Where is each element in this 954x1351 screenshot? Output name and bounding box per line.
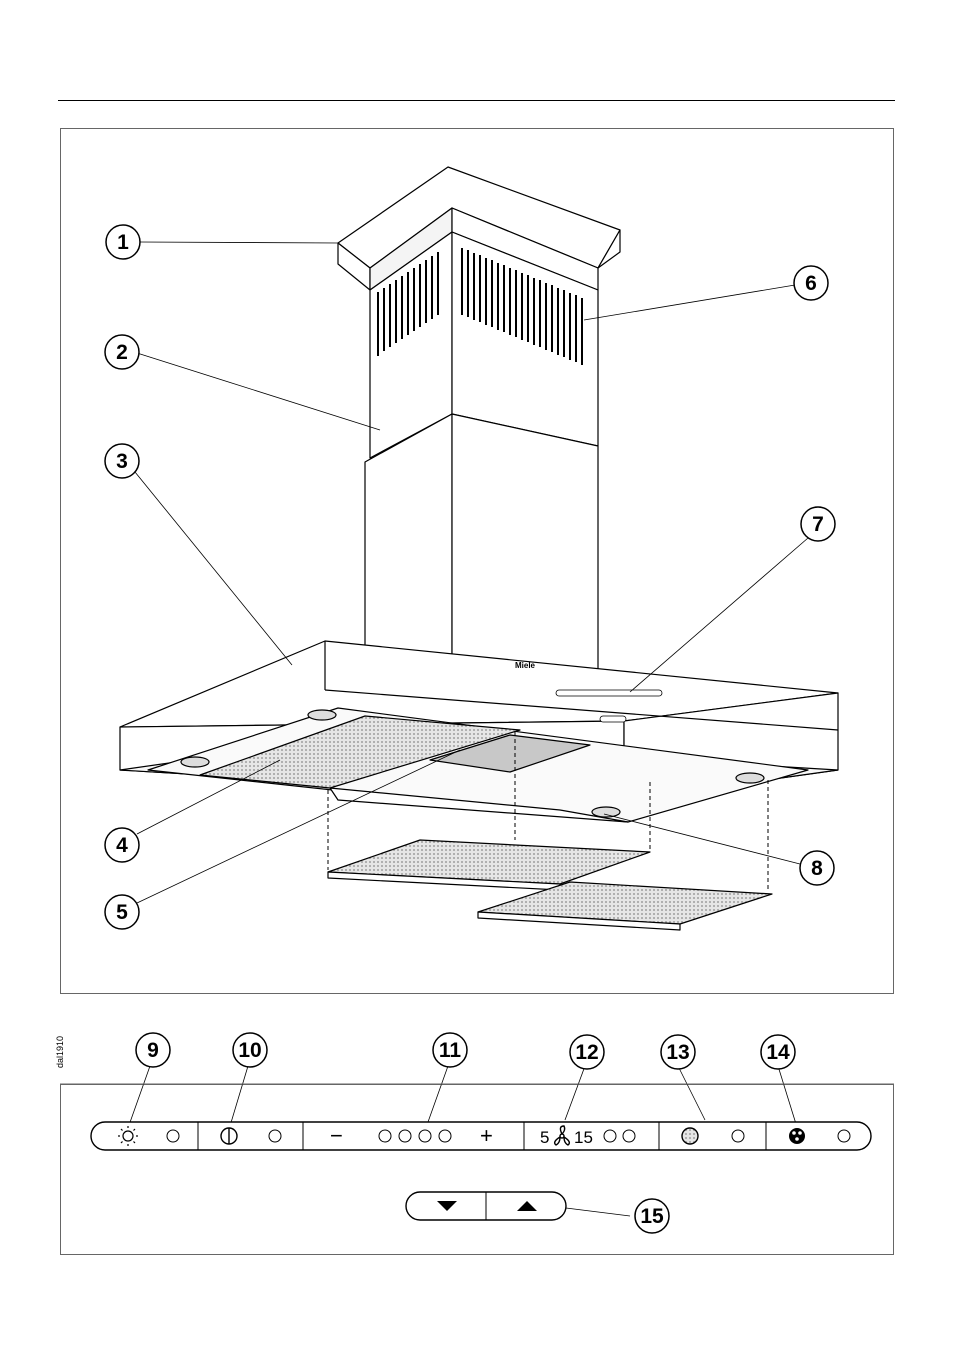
- grease-filter-indicator: [732, 1130, 744, 1142]
- callout-13: 13: [661, 1035, 695, 1069]
- callout-number: 11: [439, 1039, 462, 1062]
- up-down-buttons[interactable]: [406, 1192, 566, 1220]
- run-on-indicator-15: [623, 1130, 635, 1142]
- callout-number: 7: [812, 513, 824, 536]
- grease-filter-removed-2: [478, 882, 772, 930]
- grease-filter-icon: [682, 1128, 698, 1144]
- light-indicator: [167, 1130, 179, 1142]
- power-indicator: [269, 1130, 281, 1142]
- callout-15: 15: [635, 1199, 669, 1233]
- callout-8: 8: [800, 851, 834, 885]
- odour-filter-icon: [789, 1128, 805, 1144]
- callout-5: 5: [105, 895, 139, 929]
- lower-chimney: [365, 414, 598, 680]
- callout-2: 2: [105, 335, 139, 369]
- run-on-15: 15: [574, 1128, 593, 1147]
- callout-10: 10: [233, 1033, 267, 1067]
- callout-number: 6: [805, 272, 817, 295]
- callout-number: 9: [147, 1039, 159, 1062]
- plus-button[interactable]: +: [480, 1123, 493, 1148]
- run-on-indicator-5: [604, 1130, 616, 1142]
- callout-1: 1: [106, 225, 140, 259]
- callout-number: 2: [116, 341, 128, 364]
- brand-logo: Miele: [515, 661, 536, 670]
- callout-3: 3: [105, 444, 139, 478]
- callout-number: 14: [766, 1041, 790, 1064]
- callout-number: 8: [811, 857, 823, 880]
- callout-number: 4: [116, 834, 128, 857]
- callout-number: 13: [666, 1041, 689, 1064]
- callout-number: 1: [117, 231, 129, 254]
- callout-4: 4: [105, 828, 139, 862]
- grease-filter-removed-1: [328, 840, 650, 890]
- callout-number: 5: [116, 901, 128, 924]
- callout-6: 6: [794, 266, 828, 300]
- callout-number: 10: [238, 1039, 261, 1062]
- run-on-5: 5: [540, 1128, 549, 1147]
- callout-9: 9: [136, 1033, 170, 1067]
- callout-11: 11: [433, 1033, 467, 1067]
- odour-filter-indicator: [838, 1130, 850, 1142]
- callout-number: 15: [640, 1205, 664, 1228]
- callout-number: 3: [116, 450, 128, 473]
- minus-button[interactable]: −: [330, 1123, 343, 1148]
- callout-12: 12: [570, 1035, 604, 1069]
- callout-14: 14: [761, 1035, 795, 1069]
- callout-number: 12: [575, 1041, 598, 1064]
- callout-7: 7: [801, 507, 835, 541]
